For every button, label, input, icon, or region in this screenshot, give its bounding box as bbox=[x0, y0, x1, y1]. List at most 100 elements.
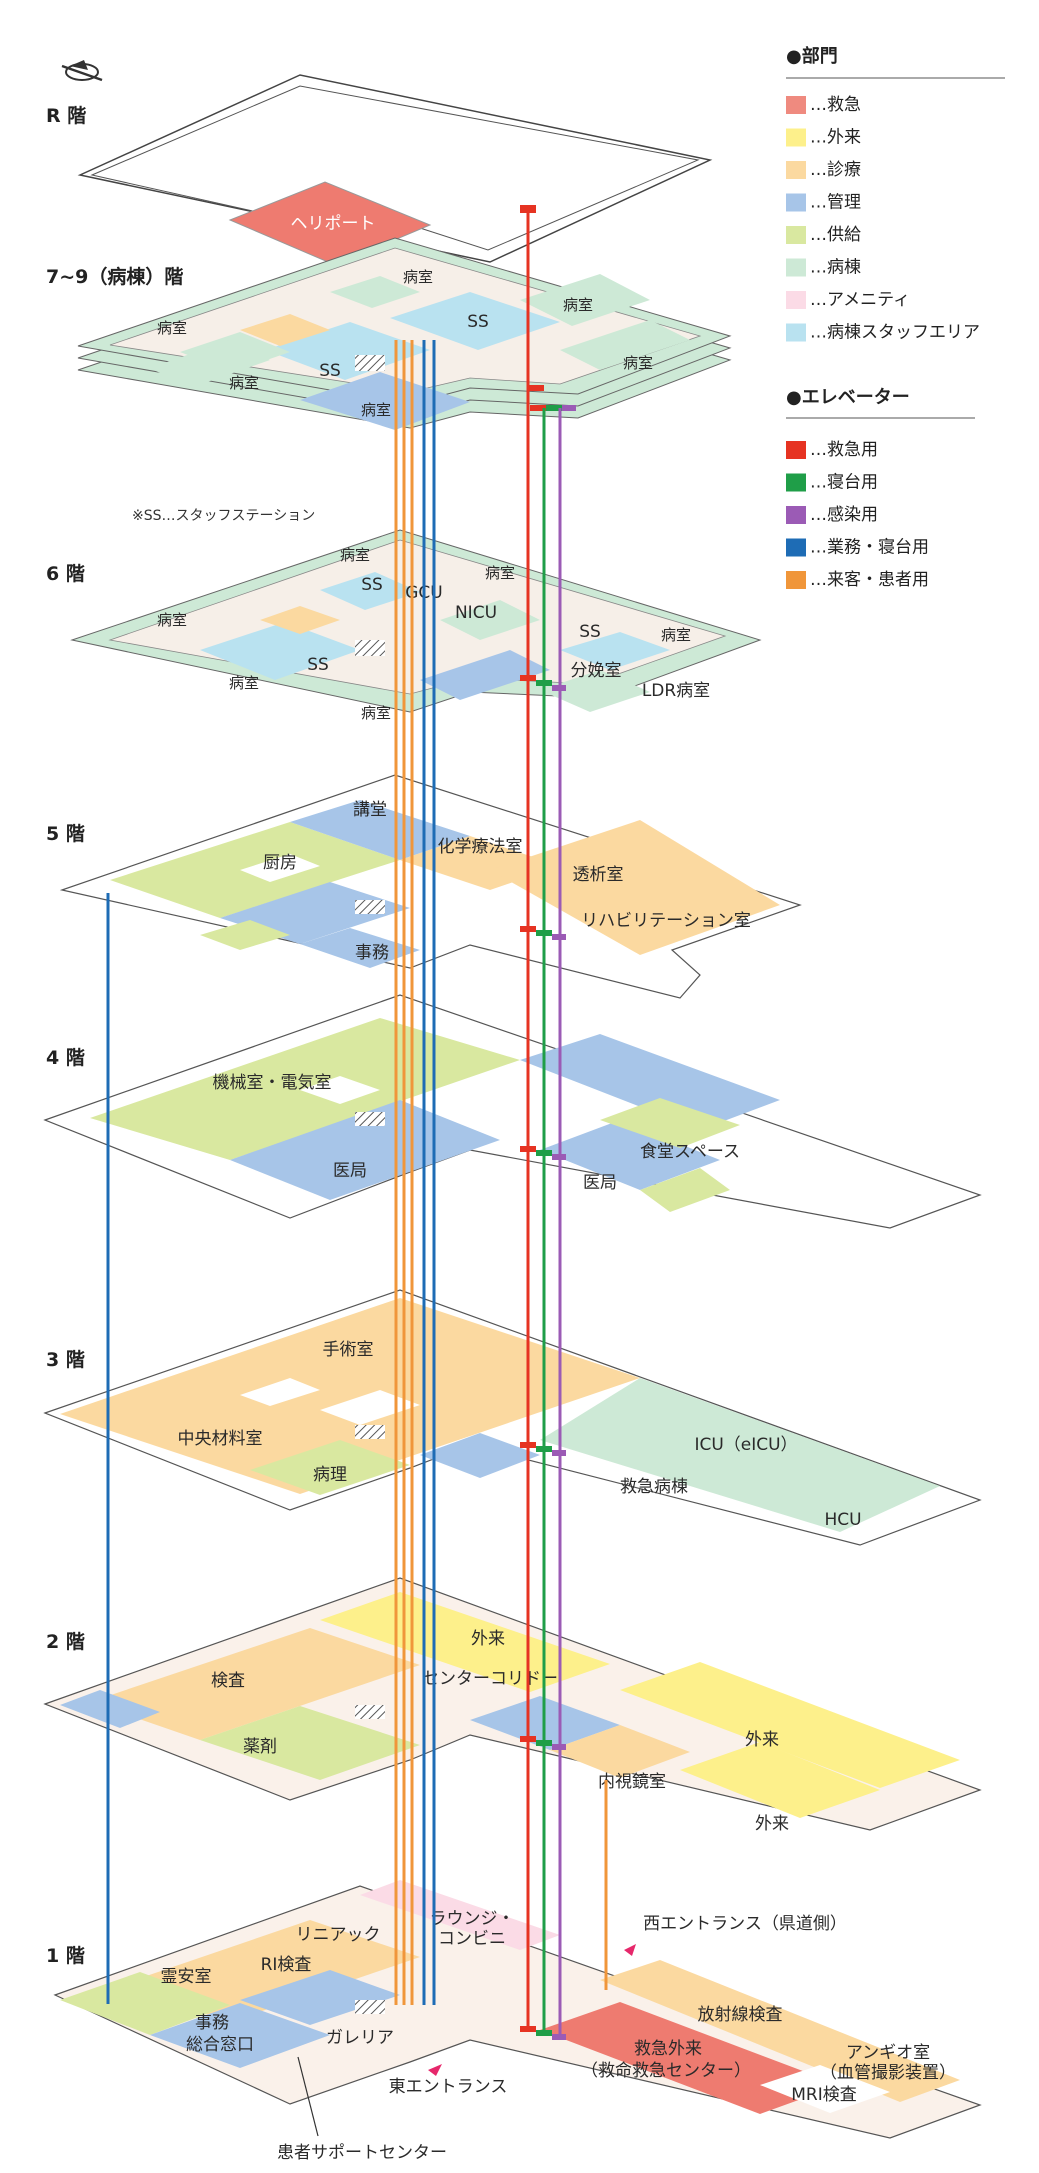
legend-dept-label-3: …管理 bbox=[810, 193, 861, 213]
f6-ss-3: SS bbox=[579, 622, 601, 642]
ward-room-6: 病室 bbox=[361, 401, 391, 419]
f6-room-3: 病室 bbox=[485, 564, 515, 582]
floor-3-label: 3 階 bbox=[46, 1349, 85, 1371]
f3-central-supply: 中央材料室 bbox=[178, 1429, 263, 1449]
f3-icu: ICU（eICU） bbox=[694, 1435, 797, 1455]
f1-linac: リニアック bbox=[296, 1925, 381, 1945]
floor-6-label: 6 階 bbox=[46, 563, 85, 585]
ward-room-1: 病室 bbox=[157, 319, 187, 337]
f1-ri-lab: RI検査 bbox=[261, 1955, 312, 1975]
legend-elev-swatch-1 bbox=[786, 473, 806, 492]
legend-dept-heading: ●部門 bbox=[786, 45, 838, 67]
f6-ldr-room: LDR病室 bbox=[642, 681, 710, 701]
floor-7-9: 7~9（病棟）階 病室 病室 病室 病室 病室 病室 SS SS bbox=[46, 237, 732, 430]
legend-elev-swatch-4 bbox=[786, 571, 806, 589]
f6-room-5: 病室 bbox=[661, 626, 691, 644]
floor-r: R 階 ヘリポート bbox=[46, 74, 713, 266]
f1-angio-room: アンギオ室 bbox=[846, 2043, 930, 2063]
f6-room-4: 病室 bbox=[229, 674, 259, 692]
f4-doctors-office-1: 医局 bbox=[333, 1161, 367, 1181]
f6-room-1: 病室 bbox=[340, 546, 370, 564]
f1-mri: MRI検査 bbox=[791, 2085, 857, 2105]
f1-convenience-store: コンビニ bbox=[438, 1929, 506, 1949]
f2-pharmacy: 薬剤 bbox=[243, 1737, 277, 1757]
elevator-shafts bbox=[106, 210, 608, 2036]
floor-4-label: 4 階 bbox=[46, 1047, 85, 1069]
legend-dept-swatch-7 bbox=[786, 323, 806, 342]
f1-emergency-outpatient: 救急外来 bbox=[634, 2039, 702, 2059]
legend-dept-swatch-0 bbox=[786, 96, 806, 114]
f6-room-6: 病室 bbox=[361, 704, 391, 722]
f1-patient-support-center: 患者サポートセンター bbox=[277, 2143, 447, 2163]
floor-6: 6 階 病室 病室 病室 病室 病室 病室 SS SS SS GCU NICU … bbox=[46, 529, 762, 722]
west-entrance-arrow-icon bbox=[624, 1944, 636, 1956]
f3-operating-room: 手術室 bbox=[323, 1340, 374, 1360]
floor-2-label: 2 階 bbox=[46, 1631, 85, 1653]
ss-note: ※SS…スタッフステーション bbox=[132, 508, 315, 524]
f2-lab: 検査 bbox=[211, 1671, 245, 1691]
f1-east-entrance: 東エントランス bbox=[389, 2077, 508, 2097]
legend: ●部門 …救急…外来…診療…管理…供給…病棟…アメニティ…病棟スタッフエリア ●… bbox=[786, 45, 1005, 590]
f5-chemo-room: 化学療法室 bbox=[438, 837, 523, 857]
f2-endoscopy: 内視鏡室 bbox=[598, 1772, 666, 1792]
floor-5: 5 階 講堂 厨房 化学療法室 透析室 リハビリテーション室 事務 bbox=[46, 774, 802, 999]
ward-room-3: 病室 bbox=[563, 296, 593, 314]
f1-lounge: ラウンジ・ bbox=[430, 1909, 515, 1929]
legend-elev-label-2: …感染用 bbox=[810, 505, 878, 525]
f3-pathology: 病理 bbox=[313, 1465, 347, 1485]
f5-rehab-room: リハビリテーション室 bbox=[581, 911, 751, 931]
legend-elev-swatch-0 bbox=[786, 441, 806, 459]
legend-elev-label-1: …寝台用 bbox=[810, 472, 878, 493]
ward-room-5: 病室 bbox=[623, 354, 653, 372]
f3-hcu: HCU bbox=[824, 1510, 861, 1530]
legend-dept-label-2: …診療 bbox=[810, 160, 861, 180]
f1-office: 事務 bbox=[195, 2013, 229, 2033]
legend-dept-label-7: …病棟スタッフエリア bbox=[810, 323, 980, 343]
legend-dept-swatch-5 bbox=[786, 258, 806, 277]
f2-outpatient-3: 外来 bbox=[755, 1814, 789, 1834]
f1-angio-device: （血管撮影装置） bbox=[820, 2063, 956, 2083]
legend-dept-swatch-3 bbox=[786, 193, 806, 212]
f5-auditorium: 講堂 bbox=[353, 800, 387, 820]
legend-elev-heading: ●エレベーター bbox=[786, 387, 910, 408]
legend-dept-label-6: …アメニティ bbox=[810, 290, 910, 310]
f1-mortuary: 霊安室 bbox=[161, 1967, 212, 1987]
east-entrance-arrow-icon bbox=[428, 2064, 442, 2076]
f2-outpatient-2: 外来 bbox=[745, 1730, 779, 1750]
legend-elev-label-0: …救急用 bbox=[810, 440, 878, 460]
f6-delivery-room: 分娩室 bbox=[571, 661, 622, 681]
f1-radiology: 放射線検査 bbox=[698, 2005, 783, 2025]
f1-critical-care-center: （救命救急センター） bbox=[581, 2061, 751, 2081]
floor-7-9-label: 7~9（病棟）階 bbox=[46, 265, 183, 288]
legend-elev-label-4: …来客・患者用 bbox=[810, 570, 929, 590]
f5-office: 事務 bbox=[355, 943, 389, 963]
f3-emergency-ward: 救急病棟 bbox=[620, 1477, 688, 1497]
legend-elev-swatch-2 bbox=[786, 506, 806, 524]
f4-doctors-office-2: 医局 bbox=[583, 1173, 617, 1193]
legend-elev-label-3: …業務・寝台用 bbox=[810, 537, 929, 558]
legend-dept-swatch-1 bbox=[786, 128, 806, 147]
f5-kitchen: 厨房 bbox=[263, 853, 297, 873]
legend-dept-swatch-6 bbox=[786, 291, 806, 309]
legend-dept-swatch-4 bbox=[786, 226, 806, 244]
heliport-label: ヘリポート bbox=[291, 214, 376, 234]
legend-dept-label-4: …供給 bbox=[810, 225, 861, 245]
ward-ss-1: SS bbox=[467, 312, 489, 332]
legend-dept-label-5: …病棟 bbox=[810, 258, 861, 278]
legend-dept-label-1: …外来 bbox=[810, 128, 861, 148]
f4-mech-elec-room: 機械室・電気室 bbox=[213, 1073, 332, 1093]
f4-cafeteria: 食堂スペース bbox=[640, 1142, 740, 1162]
compass-icon bbox=[61, 60, 103, 82]
floor-r-label: R 階 bbox=[46, 105, 86, 127]
f6-ss-1: SS bbox=[361, 575, 383, 595]
f1-general-counter: 総合窓口 bbox=[186, 2035, 254, 2055]
f6-room-2: 病室 bbox=[157, 611, 187, 629]
f6-ss-2: SS bbox=[307, 655, 329, 675]
ward-ss-2: SS bbox=[319, 361, 341, 381]
f2-center-corridor: センターコリドー bbox=[422, 1669, 558, 1689]
floor-4: 4 階 機械室・電気室 医局 食堂スペース 医局 bbox=[43, 994, 982, 1229]
f1-galleria: ガレリア bbox=[326, 2028, 394, 2048]
floor-3: 3 階 手術室 中央材料室 病理 ICU（eICU） 救急病棟 HCU bbox=[43, 1289, 982, 1546]
f5-dialysis-room: 透析室 bbox=[573, 865, 624, 885]
